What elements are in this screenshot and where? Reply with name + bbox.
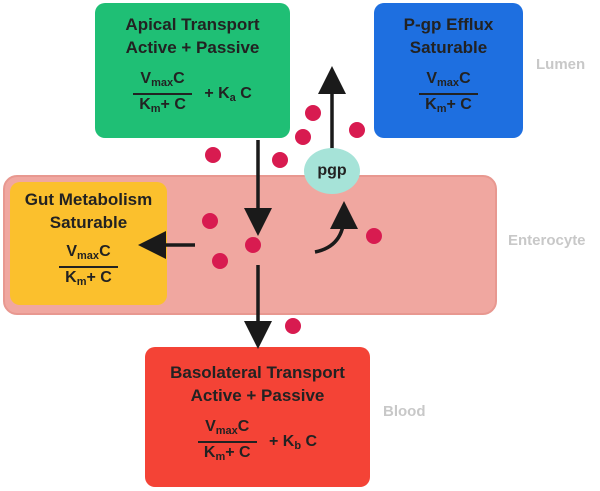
drug-molecule [305,105,321,121]
apical-equation: VmaxC Km+ C + Ka C [95,69,290,119]
drug-molecule [285,318,301,334]
pgp-efflux-box: P-gp Efflux Saturable VmaxC Km+ C [374,3,523,138]
baso-fraction: VmaxC Km+ C [197,417,257,467]
pgp-title-line2: Saturable [409,38,488,57]
drug-molecule [295,129,311,145]
apical-title-line2: Active + Passive [125,38,260,57]
enterocyte-label: Enterocyte [508,232,586,249]
basolateral-transport-box: Basolateral Transport Active + Passive V… [145,347,370,487]
gut-fraction: VmaxC Km+ C [59,242,118,292]
apical-fraction: VmaxC Km+ C [133,69,192,119]
pgp-fraction: VmaxC Km+ C [419,69,478,119]
baso-title-line2: Active + Passive [190,386,325,405]
drug-molecule [212,253,228,269]
baso-kb-term: + Kb C [269,432,318,452]
gut-title-line1: Gut Metabolism [24,190,153,209]
apical-ka-term: + Ka C [204,84,252,104]
pgp-label: pgp [317,162,347,179]
drug-molecule [202,213,218,229]
pgp-title-line1: P-gp Efflux [403,15,494,34]
gut-title-line2: Saturable [49,213,128,232]
baso-title-line1: Basolateral Transport [170,363,345,382]
apical-transport-box: Apical Transport Active + Passive VmaxC … [95,3,290,138]
pgp-transporter: pgp [304,148,360,194]
pgp-equation: VmaxC Km+ C [374,69,523,119]
drug-molecule [245,237,261,253]
drug-molecule [349,122,365,138]
pgp-uptake-curve-arrow [314,201,358,254]
gut-equation: VmaxC Km+ C [10,242,167,292]
blood-label: Blood [383,403,426,420]
drug-molecule [205,147,221,163]
lumen-label: Lumen [536,56,586,73]
apical-title-line1: Apical Transport [125,15,260,34]
baso-equation: VmaxC Km+ C + Kb C [145,417,370,467]
drug-molecule [272,152,288,168]
drug-molecule [366,228,382,244]
